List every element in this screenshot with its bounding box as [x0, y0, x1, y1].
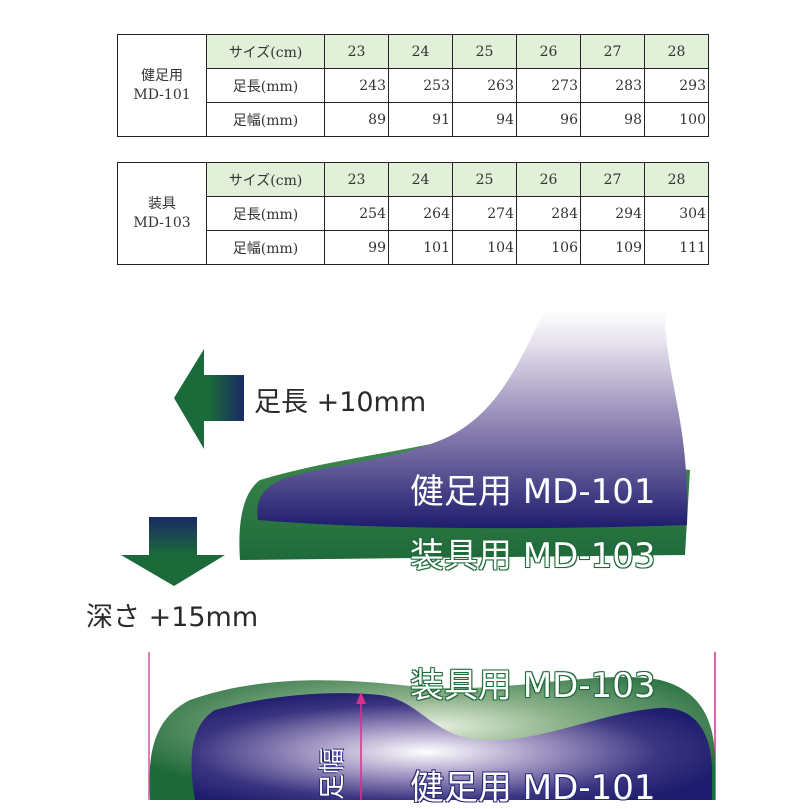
table-cell: 274	[452, 196, 517, 231]
side-view-inner-foot	[257, 310, 688, 529]
table-cell: 26	[516, 34, 581, 69]
model-code: MD-101	[133, 86, 191, 103]
width-arrow-head-icon	[356, 692, 366, 704]
depth-increase-label: 深さ +15mm	[86, 602, 259, 633]
top-outer-label: 装具用 MD-103	[410, 666, 656, 706]
row-label: 足幅(mm)	[206, 102, 325, 137]
table-cell: 99	[324, 230, 389, 265]
model-code: MD-103	[133, 214, 191, 231]
row-label: サイズ(cm)	[206, 162, 325, 197]
table-cell: 106	[516, 230, 581, 265]
model-cell: 装具 MD-103	[117, 162, 207, 265]
row-label: 足長(mm)	[206, 68, 325, 103]
size-table-md101: 健足用 MD-101 サイズ(cm) 23 24 25 26 27 28 足長(…	[117, 34, 709, 137]
table-row-size: 健足用 MD-101 サイズ(cm) 23 24 25 26 27 28	[117, 34, 709, 137]
table-cell: 104	[452, 230, 517, 265]
table-cell: 304	[644, 196, 709, 231]
table-cell: 111	[644, 230, 709, 265]
width-label: 足幅	[318, 747, 348, 800]
table-cell: 23	[324, 162, 389, 197]
table-cell: 264	[388, 196, 453, 231]
side-inner-label: 健足用 MD-101	[410, 472, 656, 512]
table-row-length: 足長(mm) 254 264 274 284 294 304	[118, 196, 709, 231]
model-name: 装具	[148, 195, 176, 212]
table-row-width: 足幅(mm) 99 101 104 106 109 111	[118, 230, 709, 265]
table-cell: 23	[324, 34, 389, 69]
table-cell: 24	[388, 34, 453, 69]
row-label: 足幅(mm)	[206, 230, 325, 265]
side-outer-label: 装具用 MD-103	[410, 536, 656, 576]
table-cell: 27	[580, 34, 645, 69]
model-cell: 健足用 MD-101	[117, 34, 207, 137]
arrow-left-icon	[174, 349, 244, 449]
table-cell: 100	[644, 102, 709, 137]
table-row-width: 足幅(mm) 89 91 94 96 98 100	[118, 102, 709, 137]
table-cell: 28	[644, 34, 709, 69]
table-cell: 24	[388, 162, 453, 197]
table-cell: 25	[452, 34, 517, 69]
length-increase-label: 足長 +10mm	[254, 387, 427, 418]
table-cell: 28	[644, 162, 709, 197]
table-row-size: 装具 MD-103 サイズ(cm) 23 24 25 26 27 28	[117, 162, 709, 265]
table-cell: 91	[388, 102, 453, 137]
size-table-md103: 装具 MD-103 サイズ(cm) 23 24 25 26 27 28 足長(m…	[117, 162, 709, 265]
table-cell: 243	[324, 68, 389, 103]
top-view-inner-foot	[191, 693, 712, 800]
table-cell: 98	[580, 102, 645, 137]
model-name: 健足用	[141, 67, 183, 84]
arrow-down-icon	[121, 517, 225, 586]
table-cell: 263	[452, 68, 517, 103]
table-cell: 293	[644, 68, 709, 103]
table-cell: 26	[516, 162, 581, 197]
table-cell: 27	[580, 162, 645, 197]
table-cell: 94	[452, 102, 517, 137]
table-cell: 96	[516, 102, 581, 137]
table-cell: 254	[324, 196, 389, 231]
table-cell: 283	[580, 68, 645, 103]
table-cell: 25	[452, 162, 517, 197]
table-cell: 109	[580, 230, 645, 265]
top-inner-label: 健足用 MD-101	[410, 768, 656, 808]
